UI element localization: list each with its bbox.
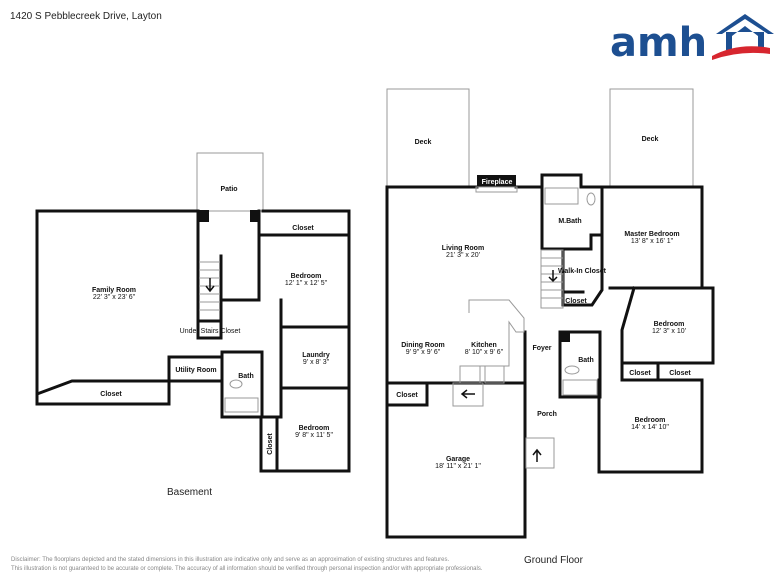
bathtub [224, 397, 259, 413]
room-label-family: Family Room [92, 287, 136, 294]
room-label-master-bedroom: Master Bedroom [624, 231, 679, 238]
arrow-left-icon [460, 389, 475, 399]
ground-floor-plan: Fireplace Deck Deck M.Bath Master Bedroo… [385, 88, 715, 539]
room-dim-master-bedroom: 13' 8" x 16' 1" [631, 238, 674, 245]
arrow-down-icon [548, 270, 558, 283]
svg-text:amh: amh [610, 20, 707, 63]
patio [196, 152, 264, 212]
room-label-bedroom: Bedroom [654, 321, 685, 328]
room-dim-living: 21' 3" x 20' [446, 252, 480, 259]
room-dim-kitchen: 8' 10" x 9' 6" [465, 349, 504, 356]
room-label-patio: Patio [220, 186, 237, 193]
room-label-closet: Closet [396, 392, 418, 399]
room-label-foyer: Foyer [532, 345, 551, 352]
room-label-bath: Bath [238, 373, 254, 380]
bathtub [544, 187, 579, 205]
stove [484, 365, 505, 384]
room-dim-bedroom: 12' 3" x 10' [652, 328, 686, 335]
room-label-closet: Closet [669, 370, 691, 377]
property-address: 1420 S Pebblecreek Drive, Layton [10, 11, 162, 22]
room-label-deck: Deck [642, 136, 659, 143]
room-label-closet: Closet [100, 391, 122, 398]
room-label-laundry: Laundry [302, 352, 330, 359]
floor-label-ground: Ground Floor [524, 555, 583, 566]
room-dim-laundry: 9' x 8' 3" [303, 359, 330, 366]
room-label-under-stairs: Under Stairs Closet [180, 328, 241, 335]
room-label-kitchen: Kitchen [471, 342, 497, 349]
arrow-up-icon [532, 448, 542, 462]
room-label-dining: Dining Room [401, 342, 445, 349]
disclaimer-line-1: Disclaimer: The floorplans depicted and … [11, 557, 450, 563]
bathtub [562, 379, 598, 396]
room-label-walkin-closet: Walk-In Closet [558, 268, 607, 275]
toilet [586, 192, 596, 206]
stairs [452, 249, 564, 469]
room-label-bedroom: Bedroom [299, 425, 330, 432]
room-dim-garage: 18' 11" x 21' 1" [435, 463, 481, 470]
toilet [564, 365, 580, 375]
basement-plan: Patio Family Room 22' 3" x 23' 6" Closet… [35, 152, 351, 473]
room-dim-dining: 9' 9" x 9' 6" [406, 349, 441, 356]
room-label-mbath: M.Bath [558, 218, 581, 225]
room-dim-bedroom: 9' 8" x 11' 5" [295, 432, 333, 439]
room-label-garage: Garage [446, 456, 470, 463]
room-dim-family: 22' 3" x 23' 6" [93, 294, 136, 301]
room-label-deck: Deck [415, 139, 432, 146]
room-label-closet: Closet [565, 298, 587, 305]
toilet [229, 379, 243, 389]
floor-label-basement: Basement [167, 487, 213, 498]
room-label-bedroom: Bedroom [291, 273, 322, 280]
room-label-fireplace: Fireplace [482, 179, 513, 186]
range [459, 365, 481, 384]
room-label-bedroom: Bedroom [635, 417, 666, 424]
arrow-down-icon [205, 278, 215, 293]
room-label-utility: Utility Room [175, 367, 216, 374]
room-label-closet: Closet [292, 225, 314, 232]
amh-logo: amh [610, 14, 774, 63]
room-label-closet: Closet [629, 370, 651, 377]
stairs [199, 261, 220, 311]
room-dim-bedroom: 14' x 14' 10" [631, 424, 669, 431]
room-label-bath: Bath [578, 357, 594, 364]
fireplace [477, 175, 516, 187]
room-label-closet: Closet [267, 433, 274, 455]
disclaimer-line-2: This illustration is not guaranteed to b… [11, 566, 483, 572]
room-label-porch: Porch [537, 411, 557, 418]
room-dim-bedroom: 12' 1" x 12' 5" [285, 280, 328, 287]
room-label-living: Living Room [442, 245, 484, 252]
